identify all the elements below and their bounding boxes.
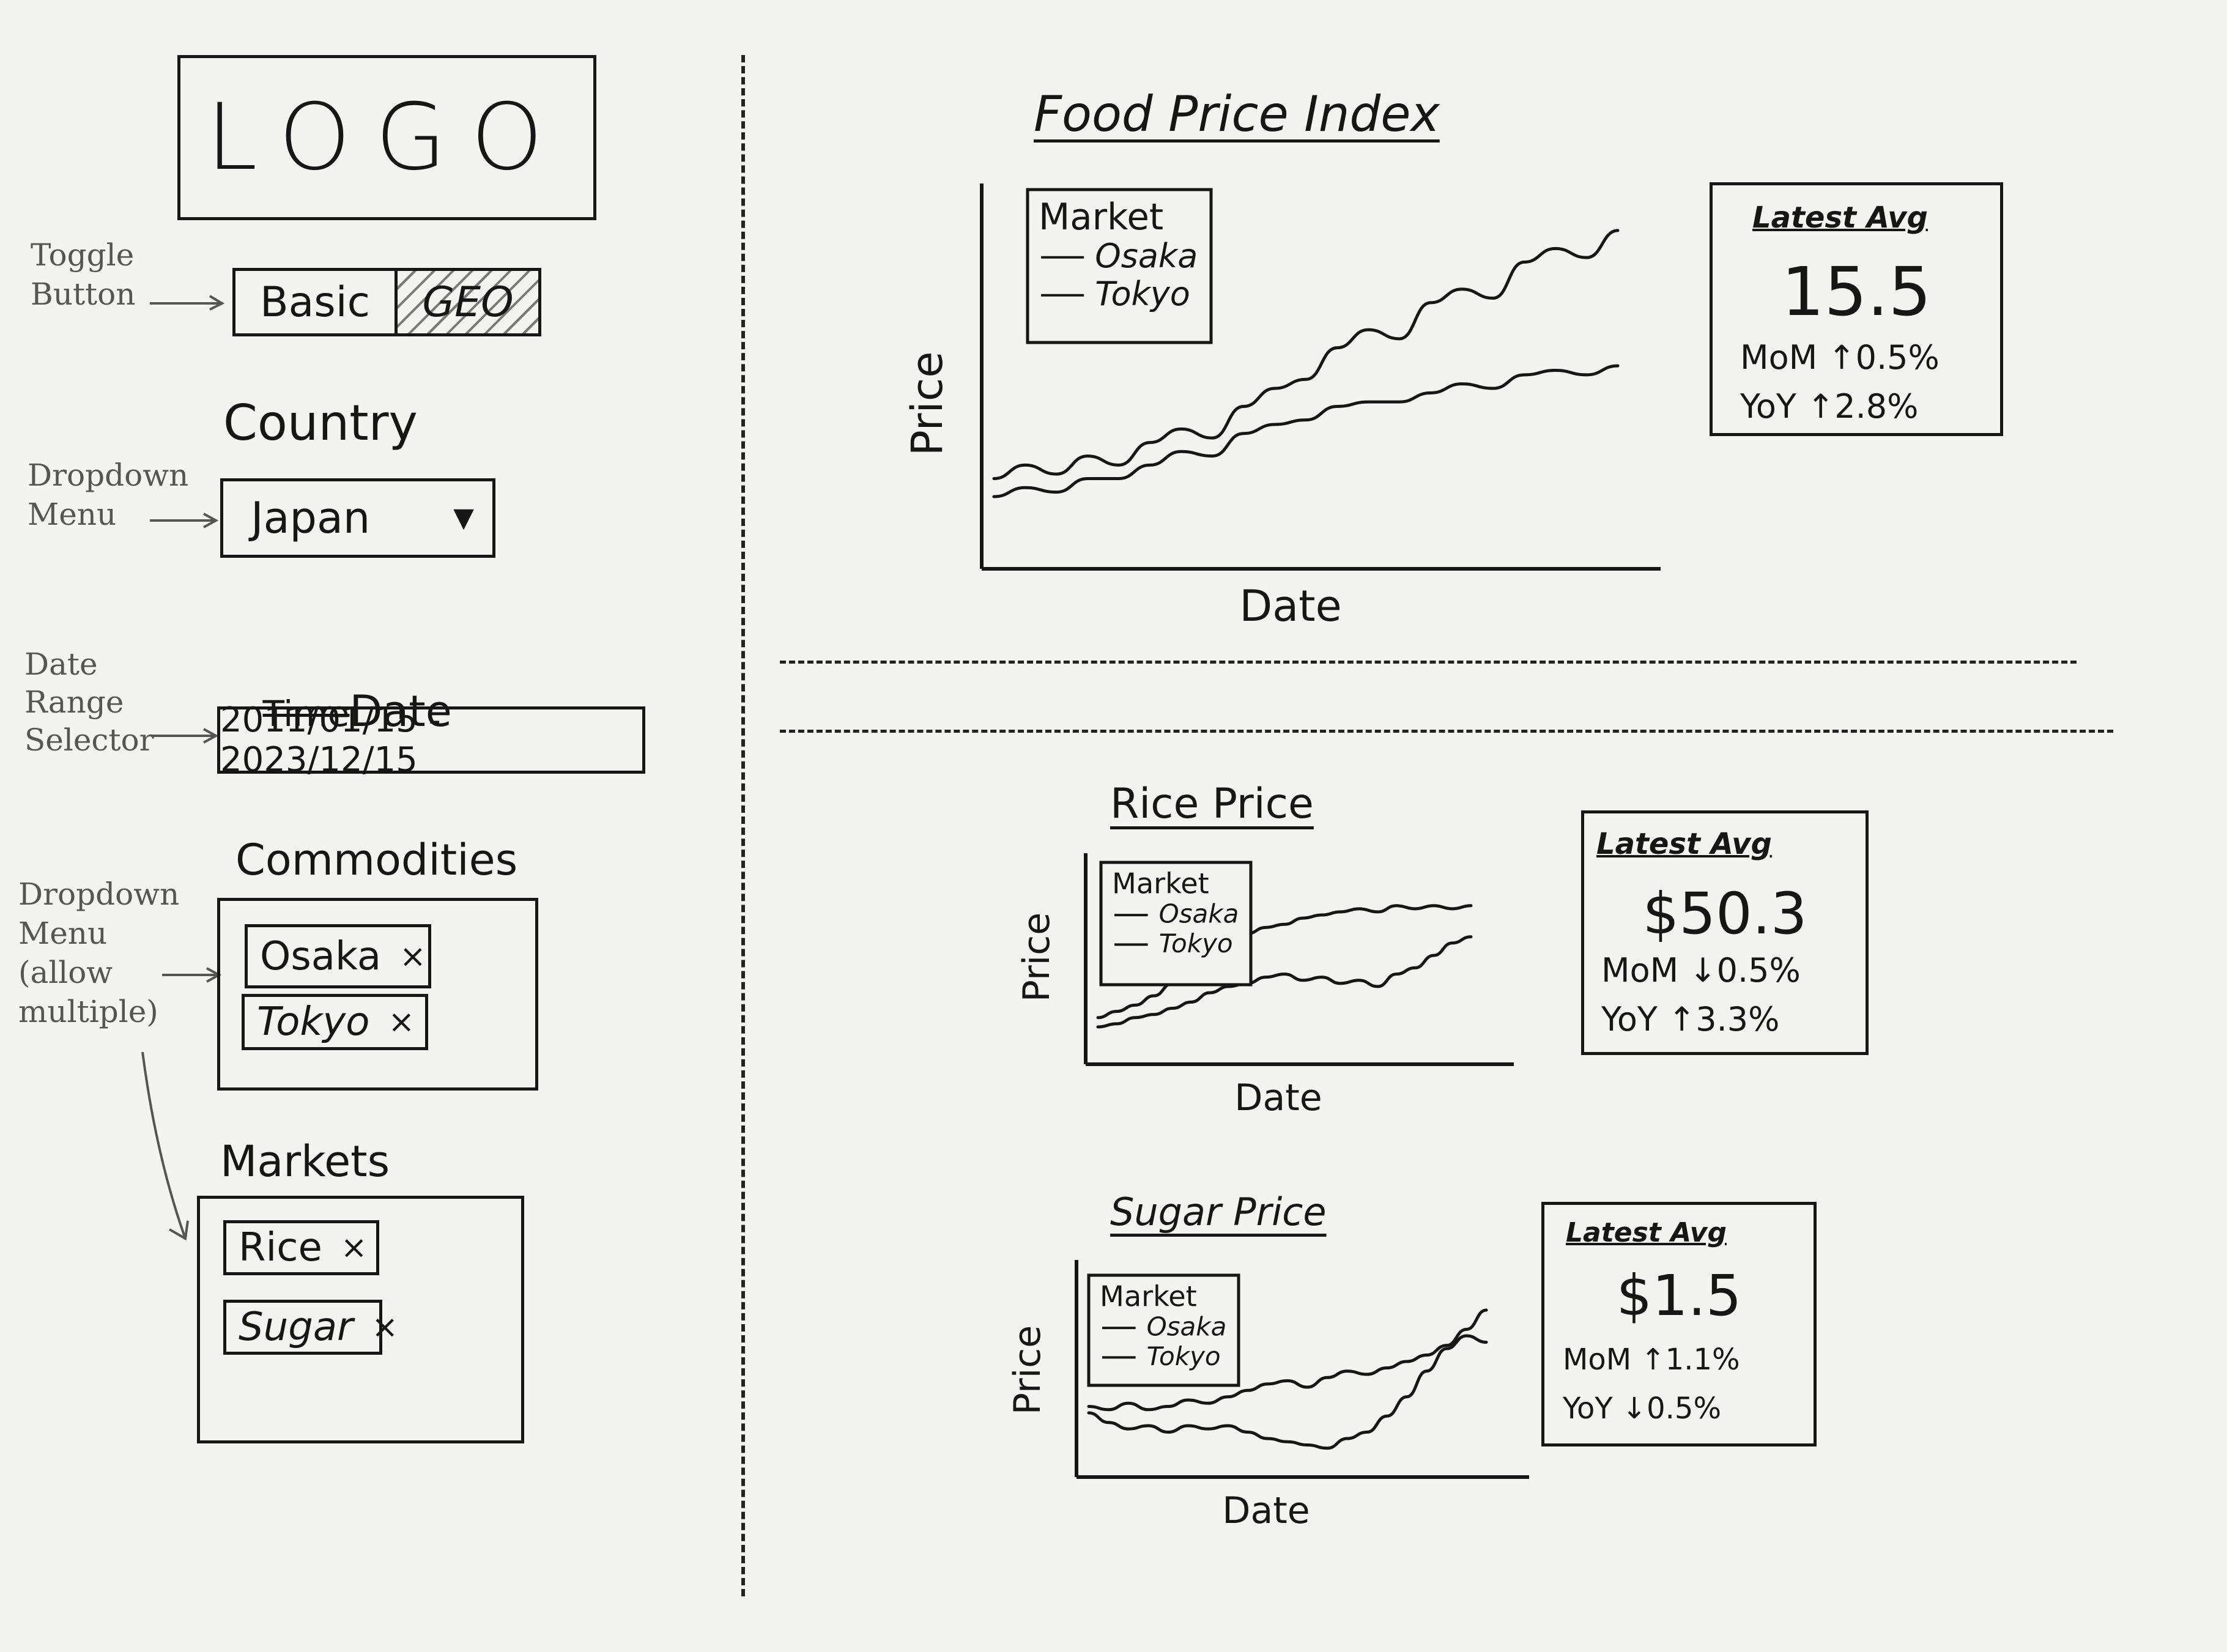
stat-label: Latest Avg <box>1566 1217 1727 1248</box>
legend-entry-osaka: Osaka <box>1159 899 1239 929</box>
date-struck-text: Time <box>262 693 350 735</box>
market-chip-sugar[interactable]: Sugar × <box>223 1300 398 1355</box>
commodities-label: Commodities <box>235 835 518 885</box>
chart-title-sugar-price: Sugar Price <box>1110 1190 1327 1234</box>
y-axis-label: Price <box>1015 913 1058 1002</box>
commodities-arrow <box>162 965 223 983</box>
series-line-tokyo <box>1096 935 1473 1029</box>
x-axis-label: Date <box>1239 581 1341 631</box>
logo-text: LOGO <box>206 84 568 191</box>
legend-title: Market <box>1039 196 1163 239</box>
date-arrow <box>153 727 220 745</box>
mode-toggle[interactable]: Basic GEO <box>232 268 541 336</box>
commodity-chip-tokyo[interactable]: Tokyo × <box>242 994 428 1050</box>
commodities-annotation: Dropdown Menu (allow multiple) <box>18 876 180 1029</box>
series-line-tokyo <box>1087 1334 1488 1450</box>
markets-arrow <box>138 1051 193 1248</box>
x-axis-label: Date <box>1222 1489 1310 1532</box>
legend-entry-osaka: Osaka <box>1147 1312 1227 1342</box>
legend-entry-tokyo: Tokyo <box>1147 1341 1221 1371</box>
series-line-osaka <box>992 229 1620 480</box>
x-axis-label: Date <box>1234 1076 1322 1119</box>
stat-card-sugar-price: Latest Avg $1.5 MoM ↑1.1% YoY ↓0.5% <box>1541 1202 1817 1446</box>
chevron-down-icon: ▼ <box>453 502 474 533</box>
vertical-divider <box>741 55 745 1596</box>
horizontal-divider-1 <box>780 661 2077 664</box>
series-line-osaka <box>1096 904 1473 1020</box>
remove-chip-icon[interactable]: × <box>371 1309 398 1346</box>
remove-chip-icon[interactable]: × <box>388 1004 415 1040</box>
y-axis-label: Price <box>902 352 952 456</box>
y-axis-label: Price <box>1006 1325 1049 1415</box>
stat-label: Latest Avg <box>1596 827 1772 861</box>
date-label-row: TimeDate <box>235 636 452 736</box>
toggle-option-basic[interactable]: Basic <box>235 271 398 333</box>
commodities-multiselect[interactable]: Osaka × Tokyo × <box>217 898 538 1091</box>
series-line-osaka <box>1087 1308 1488 1412</box>
country-annotation: Dropdown Menu <box>28 457 189 532</box>
remove-chip-icon[interactable]: × <box>340 1229 368 1266</box>
chart-title-food-price-index: Food Price Index <box>1034 86 1440 143</box>
stat-yoy: YoY ↓0.5% <box>1563 1391 1722 1426</box>
market-chip-rice[interactable]: Rice × <box>223 1220 379 1275</box>
legend-entry-tokyo: Tokyo <box>1159 928 1233 958</box>
stat-card-rice-price: Latest Avg $50.3 MoM ↓0.5% YoY ↑3.3% <box>1581 810 1869 1055</box>
series-line-tokyo <box>992 364 1620 498</box>
stat-yoy: YoY ↑3.3% <box>1601 1000 1780 1039</box>
legend-entry-tokyo: Tokyo <box>1095 275 1190 313</box>
logo: LOGO <box>177 55 596 220</box>
chart-title-rice-price: Rice Price <box>1110 780 1314 828</box>
country-value: Japan <box>251 493 371 543</box>
country-arrow <box>150 511 220 529</box>
date-range-selector[interactable]: 2011/01/15 - 2023/12/15 <box>217 700 645 780</box>
legend-title: Market <box>1112 867 1209 900</box>
remove-chip-icon[interactable]: × <box>399 938 426 975</box>
commodity-chip-osaka[interactable]: Osaka × <box>245 924 431 988</box>
toggle-arrow <box>150 292 226 311</box>
stat-value: 15.5 <box>1781 253 1932 331</box>
markets-multiselect[interactable]: Rice × Sugar × <box>197 1196 524 1443</box>
country-dropdown[interactable]: Japan ▼ <box>220 478 495 558</box>
date-label: Date <box>349 686 452 736</box>
stat-value: $50.3 <box>1642 881 1807 947</box>
stat-label: Latest Avg <box>1752 201 1928 235</box>
horizontal-divider-2 <box>780 730 2113 733</box>
stat-yoy: YoY ↑2.8% <box>1740 387 1919 426</box>
stat-value: $1.5 <box>1616 1263 1742 1328</box>
stat-card-food-price-index: Latest Avg 15.5 MoM ↑0.5% YoY ↑2.8% <box>1710 182 2003 436</box>
stat-mom: MoM ↓0.5% <box>1601 951 1801 990</box>
date-annotation: Date Range Selector <box>24 646 154 758</box>
legend-entry-osaka: Osaka <box>1095 237 1198 275</box>
legend-title: Market <box>1100 1280 1197 1313</box>
date-range-value: 2011/01/15 - 2023/12/15 <box>220 700 441 780</box>
markets-label: Markets <box>220 1136 390 1187</box>
toggle-annotation: Toggle Button <box>31 237 136 312</box>
country-label: Country <box>223 394 418 451</box>
stat-mom: MoM ↑0.5% <box>1740 338 1940 377</box>
stat-mom: MoM ↑1.1% <box>1563 1343 1740 1377</box>
toggle-option-geo[interactable]: GEO <box>398 271 538 333</box>
